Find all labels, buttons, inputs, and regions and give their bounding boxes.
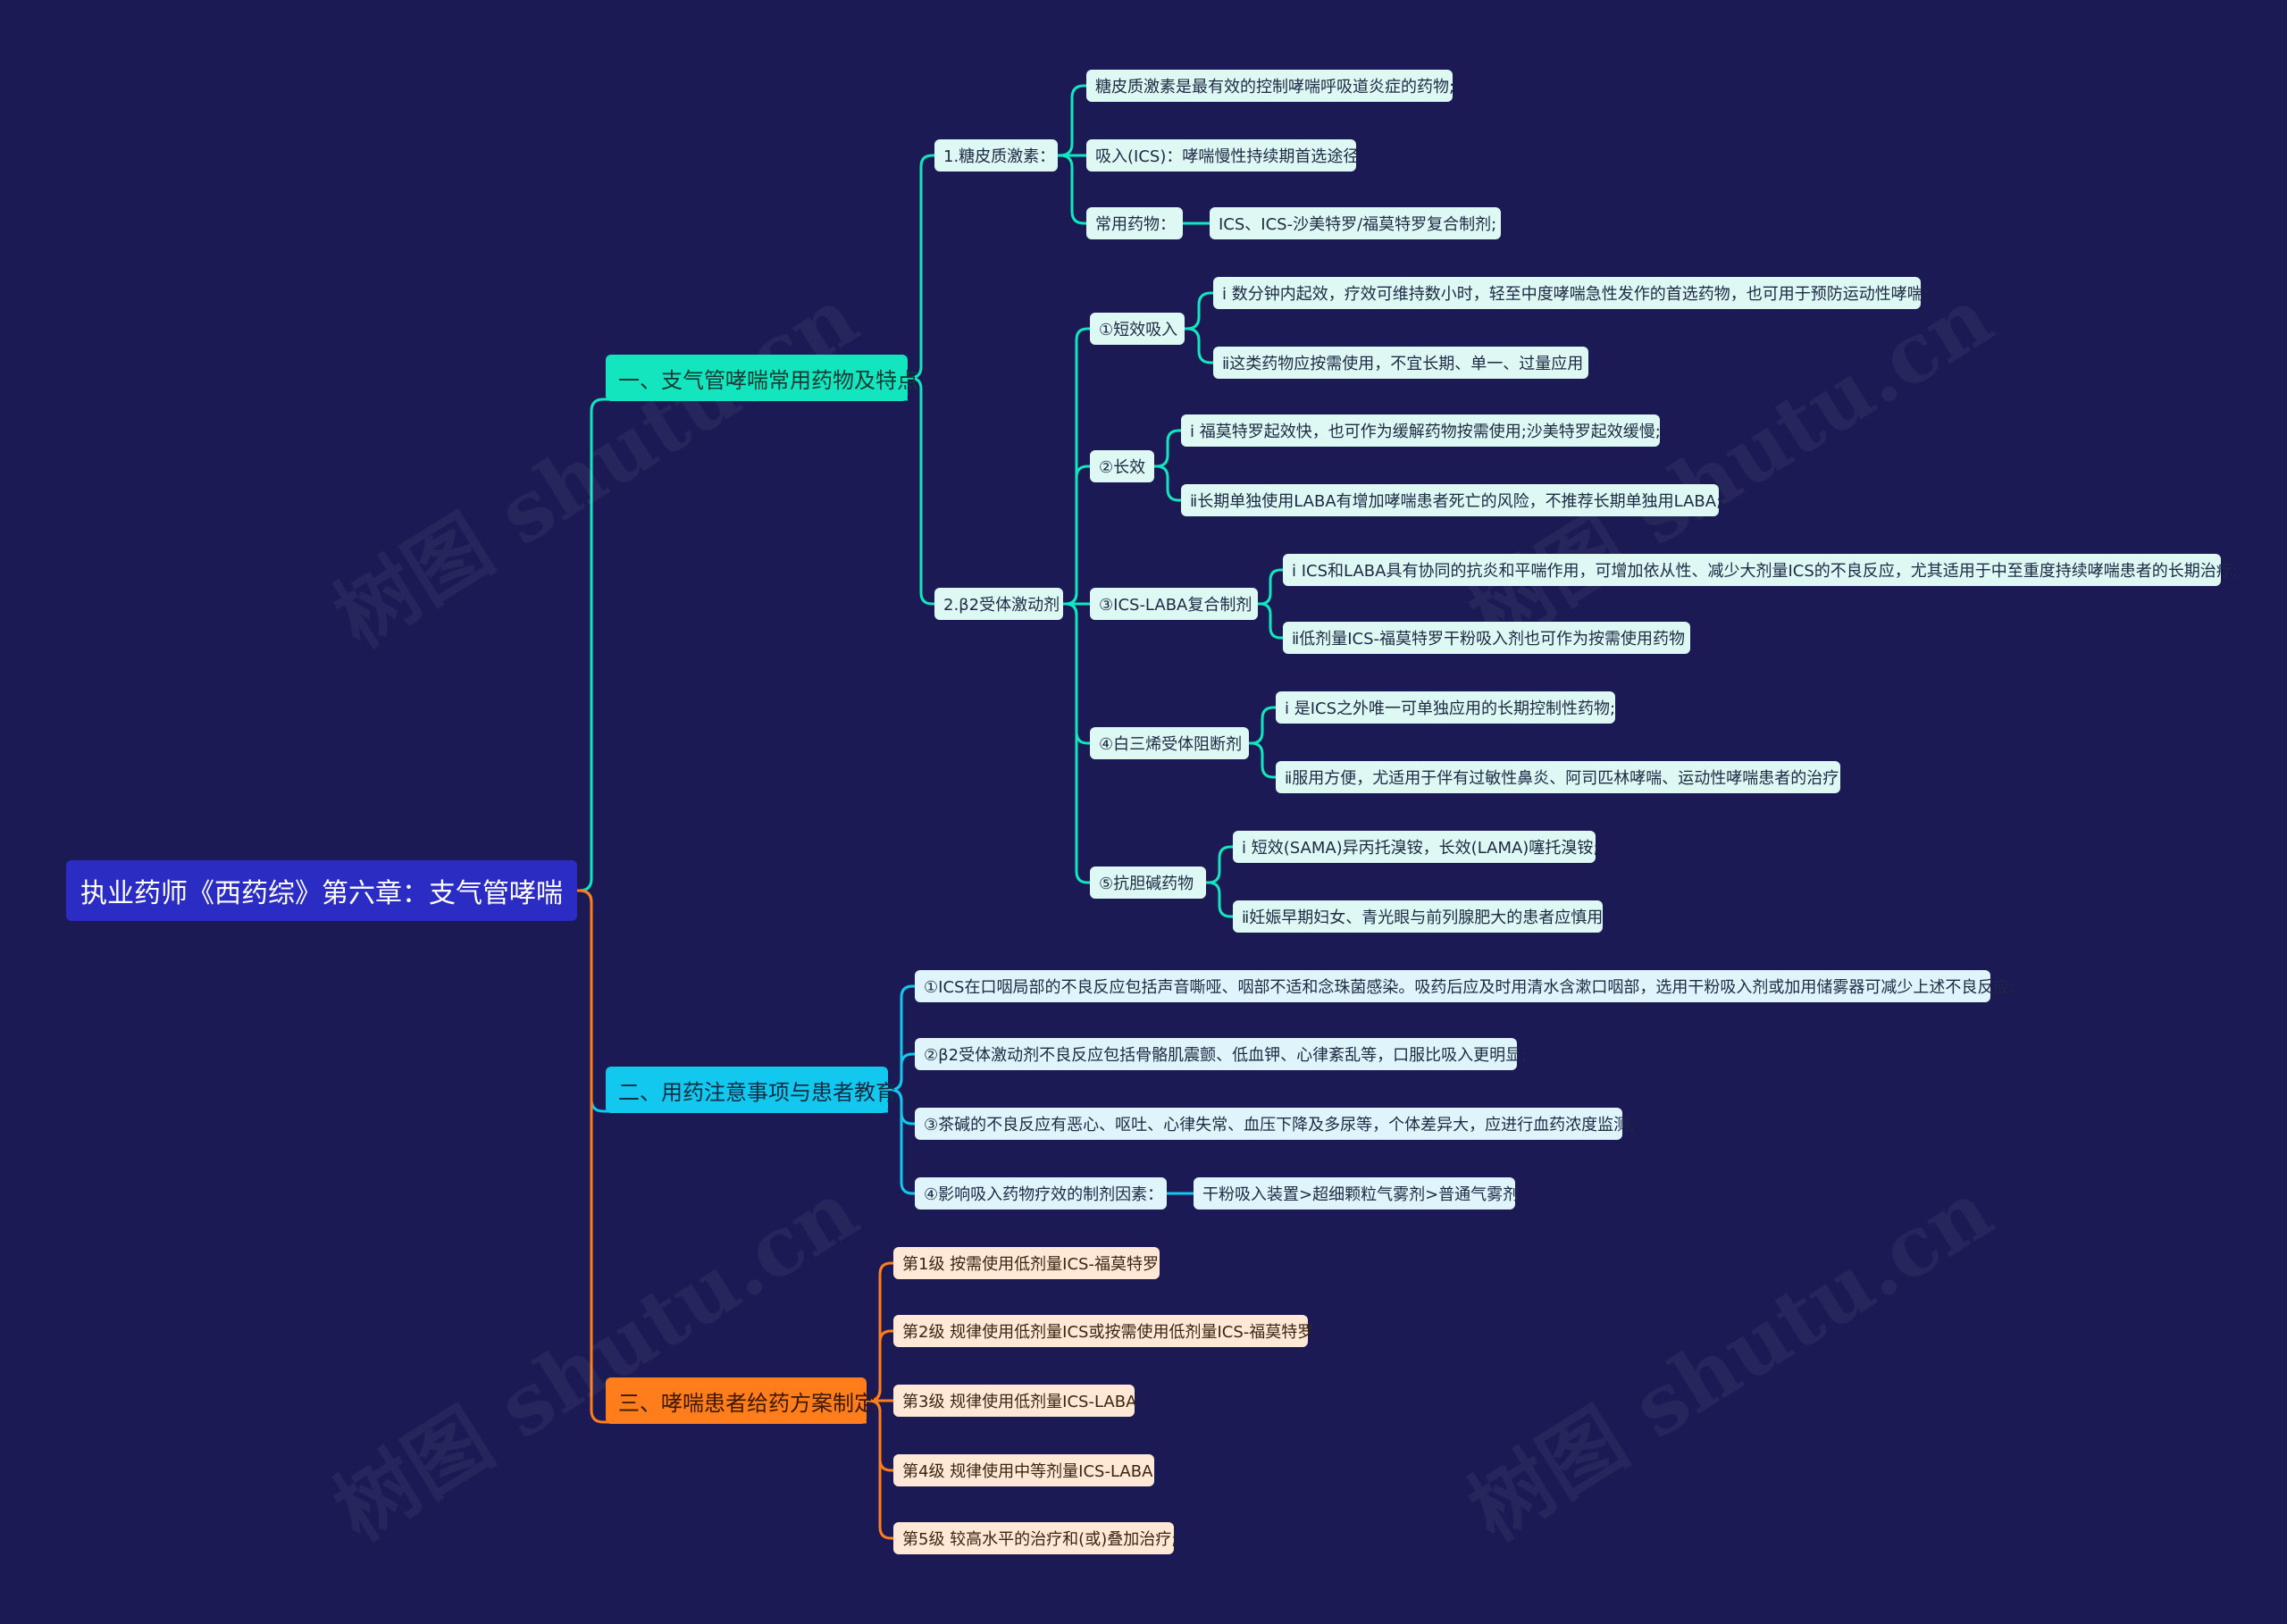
leaf-ics-laba-1[interactable]: ⅰ ICS和LABA具有协同的抗炎和平喘作用，可增加依从性、减少大剂量ICS的不… bbox=[1283, 554, 2238, 586]
topic-anticholinergic[interactable]: ⑤抗胆碱药物 bbox=[1090, 866, 1206, 899]
connector-line bbox=[575, 889, 607, 1424]
connector-line bbox=[1256, 602, 1285, 640]
leaf-common-drugs-detail[interactable]: ICS、ICS-沙美特罗/福莫特罗复合制剂; bbox=[1210, 207, 1501, 239]
leaf-precaution-1[interactable]: ①ICS在口咽局部的不良反应包括声音嘶哑、咽部不适和念珠菌感染。吸药后应及时用清… bbox=[915, 970, 2015, 1002]
leaf-glucocorticoid-2[interactable]: 吸入(ICS)：哮喘慢性持续期首选途径 bbox=[1086, 139, 1359, 172]
connector-line bbox=[1183, 291, 1215, 331]
leaf-precaution-4[interactable]: ④影响吸入药物疗效的制剂因素： bbox=[915, 1177, 1167, 1210]
connector-line bbox=[906, 154, 936, 380]
leaf-short-acting-2[interactable]: ⅱ这类药物应按需使用，不宜长期、单一、过量应用 bbox=[1213, 347, 1588, 379]
branch-drug-characteristics[interactable]: 一、支气管哮喘常用药物及特点 bbox=[606, 355, 918, 401]
leaf-leukotriene-1[interactable]: ⅰ 是ICS之外唯一可单独应用的长期控制性药物; bbox=[1276, 691, 1615, 724]
connector-line bbox=[906, 376, 936, 606]
topic-long-acting[interactable]: ②长效 bbox=[1090, 450, 1154, 482]
connector-line bbox=[1247, 706, 1278, 745]
connector-line bbox=[1204, 881, 1235, 918]
leaf-step-1[interactable]: 第1级 按需使用低剂量ICS-福莫特罗 bbox=[893, 1247, 1160, 1279]
leaf-common-drugs[interactable]: 常用药物： bbox=[1086, 207, 1183, 239]
leaf-anticholinergic-2[interactable]: ⅱ妊娠早期妇女、青光眼与前列腺肥大的患者应慎用 bbox=[1233, 900, 1603, 933]
connector-line bbox=[1056, 154, 1088, 225]
topic-glucocorticoid[interactable]: 1.糖皮质激素： bbox=[934, 139, 1058, 172]
connector-line bbox=[1152, 465, 1183, 502]
leaf-long-acting-2[interactable]: ⅱ长期单独使用LABA有增加哮喘患者死亡的风险，不推荐长期单独用LABA; bbox=[1181, 484, 1722, 516]
leaf-short-acting-1[interactable]: ⅰ 数分钟内起效，疗效可维持数小时，轻至中度哮喘急性发作的首选药物，也可用于预防… bbox=[1213, 277, 1929, 309]
branch-precautions[interactable]: 二、用药注意事项与患者教育 bbox=[606, 1067, 897, 1113]
root-topic[interactable]: 执业药师《西药综》第六章：支气管哮喘 bbox=[66, 860, 577, 921]
connector-line bbox=[886, 1088, 917, 1195]
topic-short-acting[interactable]: ①短效吸入 bbox=[1090, 313, 1185, 345]
leaf-anticholinergic-1[interactable]: ⅰ 短效(SAMA)异丙托溴铵，长效(LAMA)噻托溴铵; bbox=[1233, 831, 1598, 863]
connector-line bbox=[1183, 327, 1215, 364]
connector-line bbox=[1061, 465, 1092, 606]
connector-line bbox=[1056, 84, 1088, 157]
leaf-precaution-3[interactable]: ③茶碱的不良反应有恶心、呕吐、心律失常、血压下降及多尿等，个体差异大，应进行血药… bbox=[915, 1108, 1635, 1140]
leaf-step-3[interactable]: 第3级 规律使用低剂量ICS-LABA bbox=[893, 1385, 1136, 1417]
connector-line bbox=[1256, 568, 1285, 606]
leaf-step-2[interactable]: 第2级 规律使用低剂量ICS或按需使用低剂量ICS-福莫特罗 bbox=[893, 1315, 1313, 1347]
connector-line bbox=[1204, 845, 1235, 884]
leaf-glucocorticoid-1[interactable]: 糖皮质激素是最有效的控制哮喘呼吸道炎症的药物; bbox=[1086, 70, 1454, 102]
topic-beta2-agonist[interactable]: 2.β2受体激动剂 bbox=[934, 588, 1063, 620]
leaf-long-acting-1[interactable]: ⅰ 福莫特罗起效快，也可作为缓解药物按需使用;沙美特罗起效缓慢; bbox=[1181, 414, 1661, 447]
connector-line bbox=[1152, 429, 1183, 468]
leaf-leukotriene-2[interactable]: ⅱ服用方便，尤适用于伴有过敏性鼻炎、阿司匹林哮喘、运动性哮喘患者的治疗 bbox=[1276, 761, 1840, 793]
leaf-step-5[interactable]: 第5级 较高水平的治疗和(或)叠加治疗; bbox=[893, 1522, 1177, 1554]
leaf-precaution-2[interactable]: ②β2受体激动剂不良反应包括骨骼肌震颤、低血钾、心律紊乱等，口服比吸入更明显; bbox=[915, 1038, 1527, 1070]
connector-line bbox=[1061, 602, 1092, 884]
branch-treatment-plan[interactable]: 三、哮喘患者给药方案制定 bbox=[606, 1377, 875, 1424]
connector-line bbox=[575, 398, 607, 892]
leaf-step-4[interactable]: 第4级 规律使用中等剂量ICS-LABA bbox=[893, 1454, 1154, 1486]
topic-leukotriene[interactable]: ④白三烯受体阻断剂 bbox=[1090, 727, 1249, 759]
leaf-formulation-factors[interactable]: 干粉吸入装置>超细颗粒气雾剂>普通气雾剂 bbox=[1194, 1177, 1519, 1210]
leaf-ics-laba-2[interactable]: ⅱ低剂量ICS-福莫特罗干粉吸入剂也可作为按需使用药物 bbox=[1283, 622, 1690, 654]
connector-line bbox=[1247, 741, 1278, 779]
topic-ics-laba[interactable]: ③ICS-LABA复合制剂 bbox=[1090, 588, 1258, 620]
connector-line bbox=[865, 1399, 895, 1540]
